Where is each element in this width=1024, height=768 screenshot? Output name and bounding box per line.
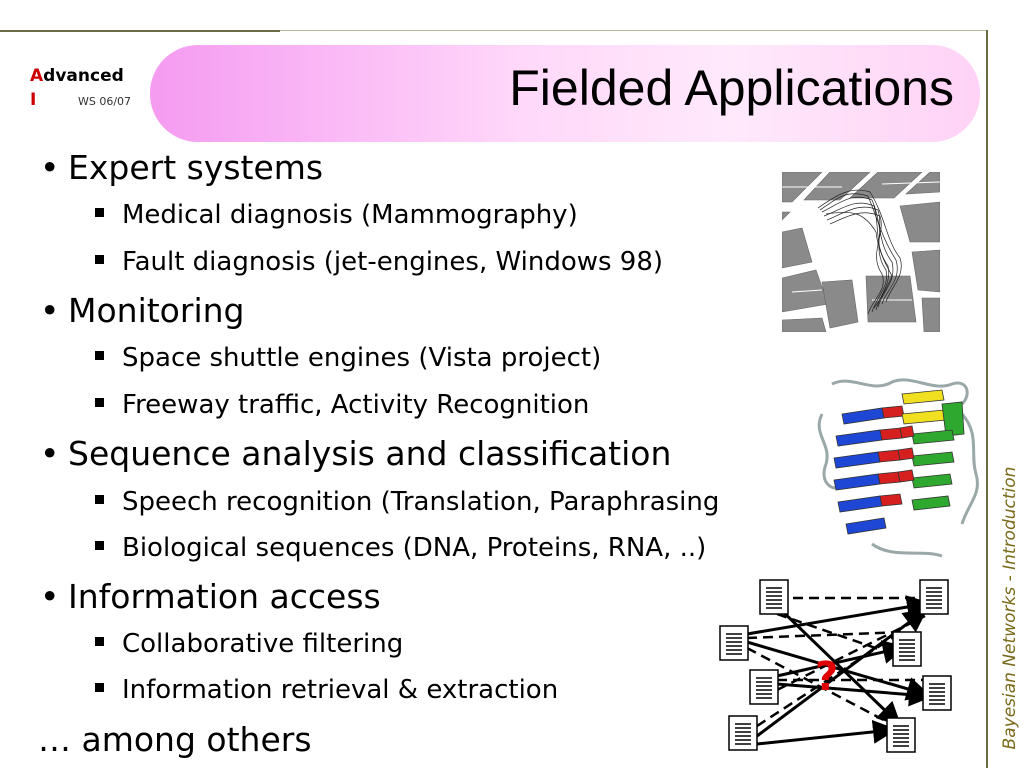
frame-top-thin-line bbox=[280, 30, 988, 31]
bullet-label: Monitoring bbox=[68, 291, 245, 330]
sub-bullet-label: Speech recognition (Translation, Paraphr… bbox=[122, 487, 720, 517]
square-bullet bbox=[95, 398, 104, 407]
square-bullet bbox=[95, 495, 104, 504]
sub-bullet-label: Medical diagnosis (Mammography) bbox=[122, 200, 578, 230]
sub-bullet-item: Collaborative filtering bbox=[95, 628, 403, 660]
sub-bullet-label: Biological sequences (DNA, Proteins, RNA… bbox=[122, 533, 707, 563]
closing-line: … among others bbox=[38, 720, 312, 759]
square-bullet bbox=[95, 351, 104, 360]
square-bullet bbox=[95, 637, 104, 646]
sub-bullet-label: Space shuttle engines (Vista project) bbox=[122, 343, 602, 373]
course-logo: Advanced I WS 06/07 bbox=[30, 66, 131, 110]
question-mark: ? bbox=[815, 654, 838, 700]
bullet-dot: • bbox=[40, 577, 60, 616]
bullet-sequence-analysis: •Sequence analysis and classification bbox=[40, 434, 671, 474]
sub-bullet-item: Space shuttle engines (Vista project) bbox=[95, 342, 601, 374]
side-footer-text: Bayesian Networks - Introduction bbox=[1000, 466, 1020, 750]
document-network-image: ? bbox=[719, 579, 952, 753]
side-footer: Bayesian Networks - Introduction bbox=[996, 458, 1024, 758]
sub-bullet-label: Fault diagnosis (jet-engines, Windows 98… bbox=[122, 247, 664, 277]
sub-bullet-item: Biological sequences (DNA, Proteins, RNA… bbox=[95, 532, 706, 564]
bullet-dot: • bbox=[40, 148, 60, 187]
logo-accent-letter: A bbox=[30, 66, 44, 86]
square-bullet bbox=[95, 255, 104, 264]
square-bullet bbox=[95, 208, 104, 217]
bullet-label: Expert systems bbox=[68, 148, 324, 187]
title-banner: Fielded Applications bbox=[150, 45, 980, 142]
slide-title: Fielded Applications bbox=[509, 60, 954, 116]
semester-label: WS 06/07 bbox=[78, 95, 132, 108]
logo-line-2: I bbox=[30, 90, 37, 110]
sub-bullet-item: Freeway traffic, Activity Recognition bbox=[95, 389, 589, 421]
bullet-label: Sequence analysis and classification bbox=[68, 434, 672, 473]
traffic-map-image bbox=[782, 172, 940, 332]
sub-bullet-item: Information retrieval & extraction bbox=[95, 674, 558, 706]
sub-bullet-item: Speech recognition (Translation, Paraphr… bbox=[95, 486, 719, 518]
bullet-dot: • bbox=[40, 291, 60, 330]
logo-line-1: Advanced bbox=[30, 66, 124, 86]
sub-bullet-label: Information retrieval & extraction bbox=[122, 675, 559, 705]
square-bullet bbox=[95, 541, 104, 550]
bullet-dot: • bbox=[40, 434, 60, 473]
bullet-label: Information access bbox=[68, 577, 381, 616]
sub-bullet-label: Freeway traffic, Activity Recognition bbox=[122, 390, 590, 420]
logo-rest: dvanced bbox=[43, 66, 124, 86]
square-bullet bbox=[95, 683, 104, 692]
sub-bullet-label: Collaborative filtering bbox=[122, 629, 404, 659]
sub-bullet-item: Fault diagnosis (jet-engines, Windows 98… bbox=[95, 246, 663, 278]
bullet-monitoring: •Monitoring bbox=[40, 291, 244, 331]
sub-bullet-item: Medical diagnosis (Mammography) bbox=[95, 199, 578, 231]
bullet-expert-systems: •Expert systems bbox=[40, 148, 323, 188]
bullet-information-access: •Information access bbox=[40, 577, 381, 617]
frame-right-line bbox=[986, 30, 988, 768]
protein-structure-image bbox=[817, 378, 979, 558]
frame-top-line bbox=[0, 30, 280, 32]
